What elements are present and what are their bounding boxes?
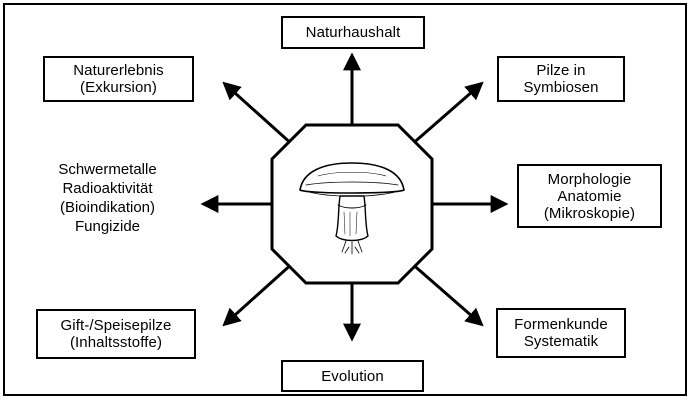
topic-box-bottom: Evolution: [281, 360, 424, 392]
topic-label-bottom-left: Gift-/Speisepilze (Inhaltsstoffe): [61, 317, 172, 351]
topic-label-top-left: Naturerlebnis (Exkursion): [73, 62, 164, 96]
topic-box-top: Naturhaushalt: [281, 16, 425, 49]
arrow-top-right: [410, 84, 481, 146]
topic-label-top: Naturhaushalt: [306, 24, 401, 41]
topic-box-top-left: Naturerlebnis (Exkursion): [43, 56, 194, 102]
arrow-bottom-right: [410, 262, 481, 324]
topic-box-top-right: Pilze in Symbiosen: [497, 56, 625, 102]
topic-box-right: Morphologie Anatomie (Mikroskopie): [517, 164, 662, 228]
topic-label-bottom-right: Formenkunde Systematik: [514, 316, 608, 350]
topic-label-bottom: Evolution: [321, 368, 384, 385]
topic-label-top-right: Pilze in Symbiosen: [523, 62, 598, 96]
topic-text-left: Schwermetalle Radioaktivität (Bioindikat…: [20, 160, 195, 236]
topic-box-bottom-left: Gift-/Speisepilze (Inhaltsstoffe): [36, 309, 196, 359]
topic-label-right: Morphologie Anatomie (Mikroskopie): [544, 171, 635, 222]
topic-box-bottom-right: Formenkunde Systematik: [496, 308, 626, 358]
arrow-top-left: [225, 84, 294, 146]
arrow-bottom-left: [225, 262, 294, 324]
